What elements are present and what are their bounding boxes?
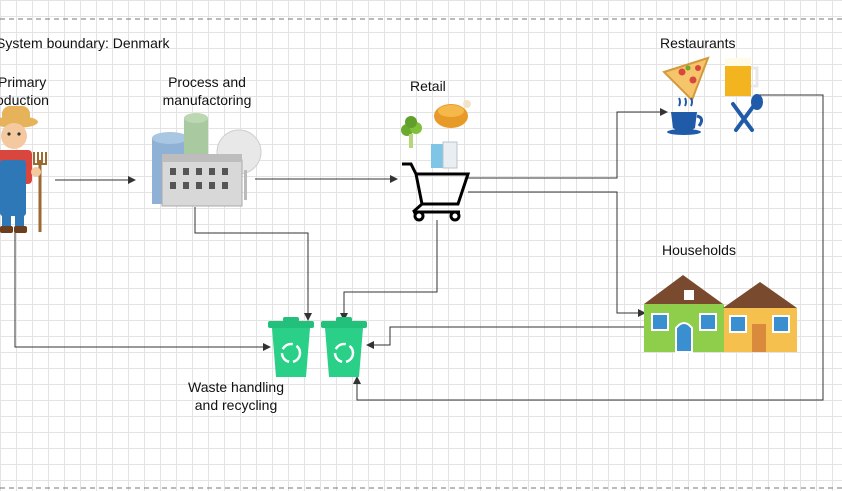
primary-label-line2: oduction bbox=[0, 92, 49, 108]
groceries-icon bbox=[401, 100, 471, 169]
arrow-retail-to-restaurants bbox=[468, 108, 668, 179]
farmer-icon bbox=[0, 106, 47, 233]
arrow-households-to-waste bbox=[366, 326, 645, 349]
households-label: Households bbox=[662, 242, 736, 258]
cutlery-icon bbox=[731, 94, 763, 132]
arrow-retail-to-waste bbox=[340, 220, 438, 321]
arrow-restaurants-to-waste bbox=[353, 94, 824, 401]
restaurants-label: Restaurants bbox=[660, 35, 736, 51]
beer-icon bbox=[725, 58, 759, 96]
coffee-cup-icon bbox=[667, 97, 704, 135]
recycling-bin-icon-2 bbox=[321, 317, 367, 377]
retail-label: Retail bbox=[410, 78, 446, 94]
arrow-process-to-waste bbox=[194, 207, 312, 321]
pizza-icon bbox=[662, 56, 710, 102]
recycling-bin-icon bbox=[268, 317, 314, 377]
houses-icon bbox=[644, 275, 797, 353]
arrow-retail-to-households bbox=[468, 191, 646, 317]
primary-label-line1: Primary bbox=[0, 74, 47, 90]
factory-icon bbox=[152, 113, 262, 207]
waste-label-line2: and recycling bbox=[194, 397, 278, 413]
arrow-primary-to-waste bbox=[14, 232, 271, 351]
boundary-label: System boundary: Denmark bbox=[0, 35, 170, 51]
shopping-cart-icon bbox=[402, 162, 471, 222]
process-label-line2: manufactoring bbox=[162, 92, 252, 108]
process-label-line1: Process and bbox=[168, 74, 246, 90]
waste-label-line1: Waste handling bbox=[188, 379, 284, 395]
